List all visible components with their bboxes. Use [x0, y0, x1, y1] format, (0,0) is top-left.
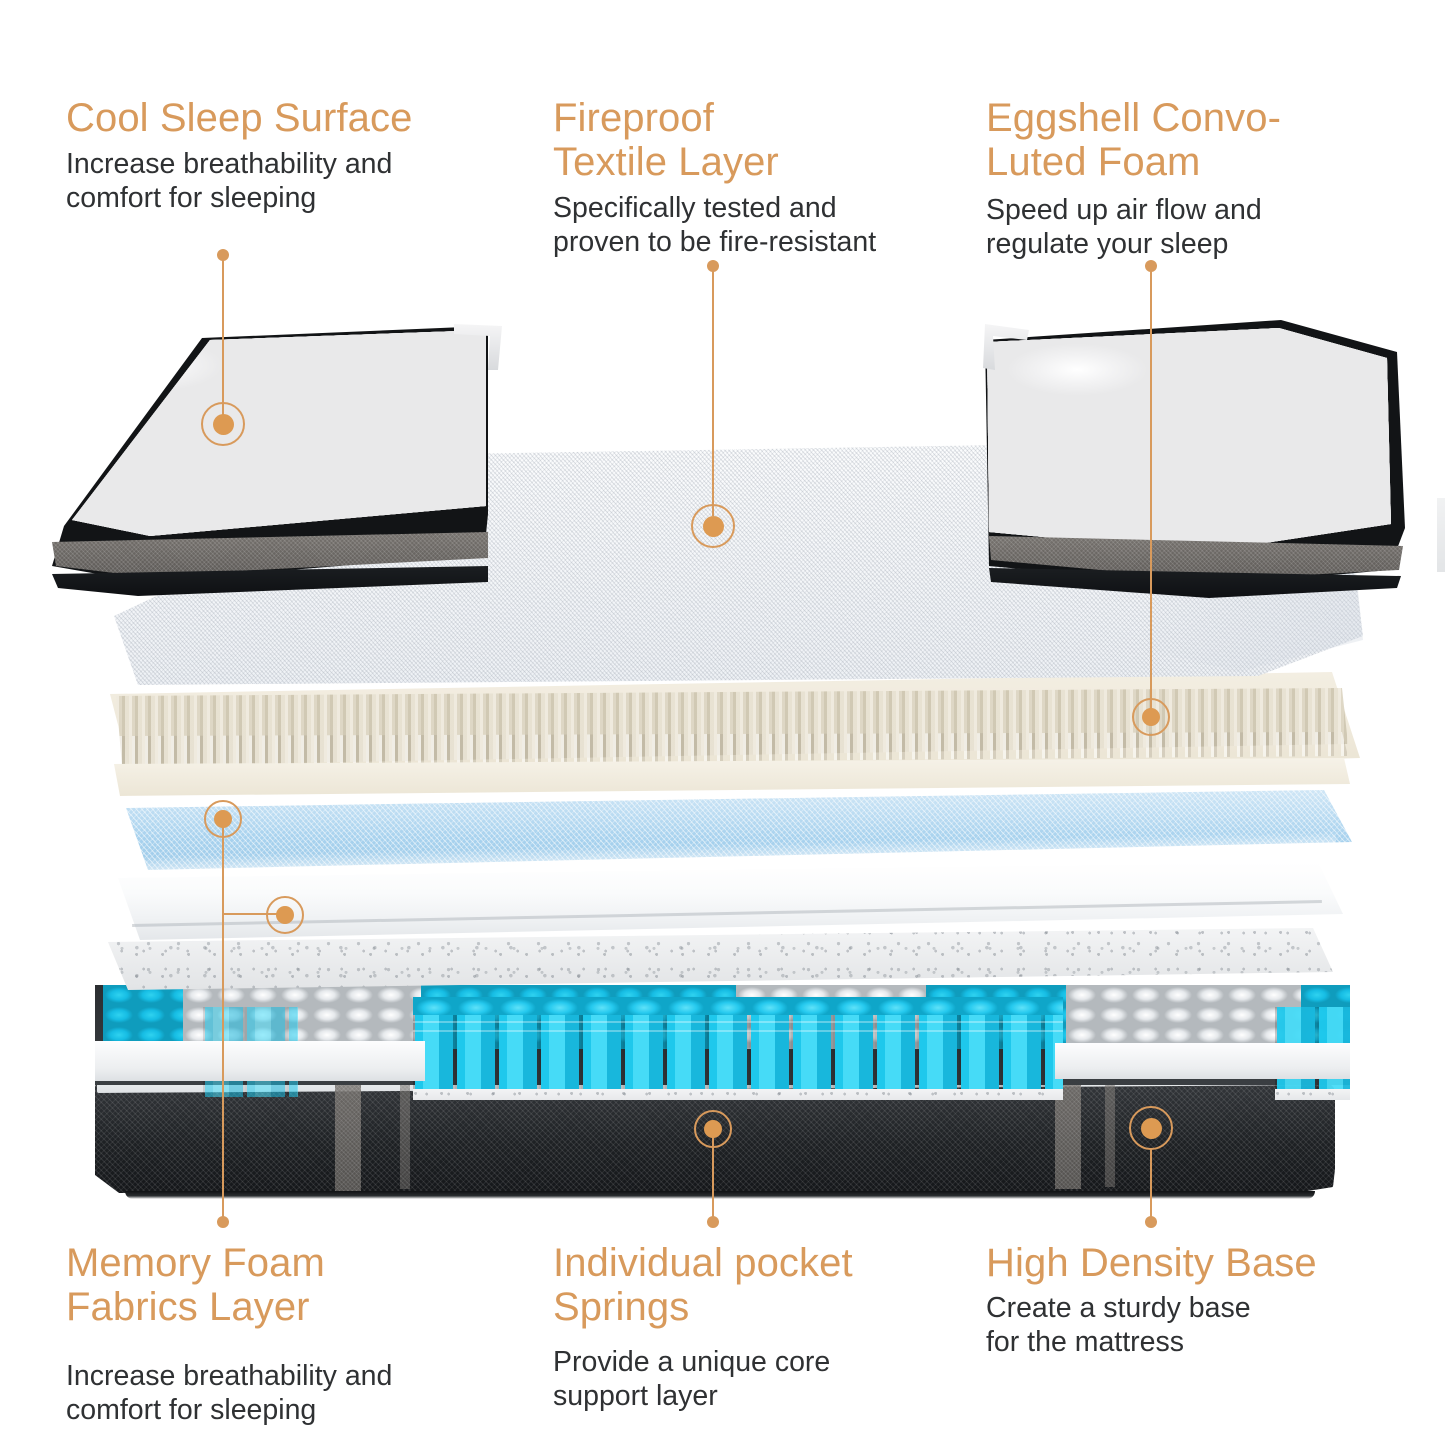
high-density-base-leader-dot	[1145, 1216, 1157, 1228]
layer-convoluted-foam	[110, 672, 1360, 802]
fireproof-textile-layer-desc: Specifically tested and proven to be fir…	[553, 192, 877, 258]
callout-eggshell-convoluted-foam: Eggshell Convo- Luted Foam Speed up air …	[986, 96, 1386, 261]
fireproof-textile-layer-marker[interactable]	[691, 504, 735, 548]
eggshell-convoluted-foam-marker[interactable]	[1132, 698, 1170, 736]
layer-memory-foam	[118, 862, 1343, 940]
callout-memory-foam-fabrics-layer: Memory Foam Fabrics Layer Increase breat…	[66, 1241, 496, 1427]
layer-pocket-spring-core	[95, 985, 1350, 1100]
layer-quilted-cover-left	[48, 318, 502, 603]
memory-foam-fabrics-layer-desc: Increase breathability and comfort for s…	[66, 1360, 393, 1426]
cool-sleep-surface-title: Cool Sleep Surface	[66, 96, 413, 140]
cool-sleep-surface-desc: Increase breathability and comfort for s…	[66, 148, 393, 214]
fireproof-textile-layer-title: Fireproof Textile Layer	[553, 96, 779, 184]
edge-artifact	[1437, 498, 1445, 572]
cool-sleep-surface-marker[interactable]	[201, 402, 245, 446]
high-density-base-title: High Density Base	[986, 1241, 1317, 1285]
pocket-springs-leader-dot	[707, 1216, 719, 1228]
high-density-base-marker[interactable]	[1129, 1106, 1173, 1150]
callout-individual-pocket-springs: Individual pocket Springs Provide a uniq…	[553, 1241, 953, 1413]
callout-cool-sleep-surface: Cool Sleep Surface Increase breathabilit…	[66, 96, 496, 215]
individual-pocket-springs-desc: Provide a unique core support layer	[553, 1346, 831, 1412]
high-density-base-leader-line	[1150, 1148, 1153, 1220]
callout-high-density-base: High Density Base Create a sturdy base f…	[986, 1241, 1386, 1359]
memory-foam-leader-line	[222, 822, 225, 1220]
eggshell-convoluted-foam-desc: Speed up air flow and regulate your slee…	[986, 194, 1262, 260]
cool-sleep-surface-leader-line	[222, 255, 225, 420]
memory-foam-fabrics-layer-title: Memory Foam Fabrics Layer	[66, 1241, 325, 1329]
memory-foam-fabrics-layer-marker[interactable]	[266, 896, 304, 934]
memory-foam-leader-dot	[217, 1216, 229, 1228]
fireproof-textile-leader-line	[712, 266, 715, 516]
individual-pocket-springs-marker[interactable]	[694, 1110, 732, 1148]
high-density-base-desc: Create a sturdy base for the mattress	[986, 1292, 1251, 1358]
eggshell-convoluted-foam-title: Eggshell Convo- Luted Foam	[986, 96, 1281, 184]
callout-fireproof-textile-layer: Fireproof Textile Layer Specifically tes…	[553, 96, 953, 259]
memory-foam-upper-marker[interactable]	[204, 800, 242, 838]
memory-foam-branch-line	[222, 913, 284, 916]
layer-gel-foam	[126, 790, 1352, 877]
eggshell-foam-leader-line	[1150, 266, 1153, 721]
individual-pocket-springs-title: Individual pocket Springs	[553, 1241, 853, 1329]
pocket-springs-leader-line	[712, 1128, 715, 1220]
layer-quilted-cover-right	[983, 318, 1405, 603]
